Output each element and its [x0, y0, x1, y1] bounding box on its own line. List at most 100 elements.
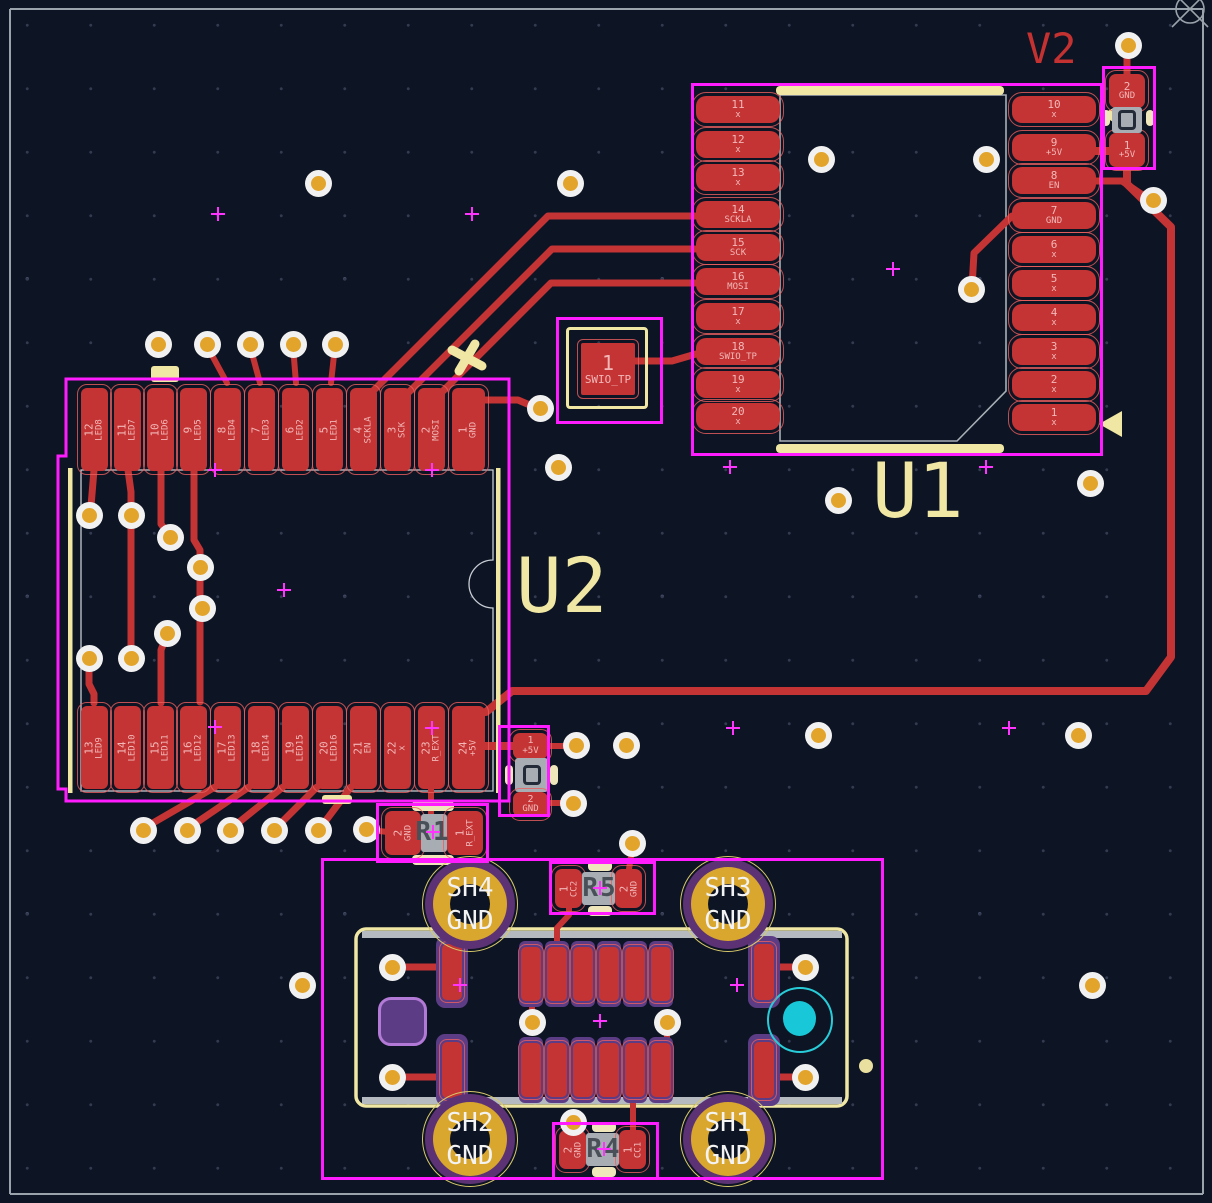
usb-pin-pad[interactable]: [544, 1040, 570, 1100]
via[interactable]: [1078, 971, 1106, 999]
usb-pin-pad[interactable]: [596, 944, 622, 1004]
r1-body[interactable]: [421, 814, 447, 852]
u1-reference-label[interactable]: U1: [872, 446, 964, 535]
via[interactable]: [559, 789, 587, 817]
v2-reference-label[interactable]: V2: [1026, 24, 1077, 73]
via[interactable]: [378, 953, 406, 981]
via[interactable]: [518, 1008, 546, 1036]
c-body[interactable]: [515, 758, 548, 792]
via[interactable]: [378, 1063, 406, 1091]
u2-pad-24[interactable]: 24+5V: [447, 702, 489, 793]
usb-pin-pad[interactable]: [570, 944, 596, 1004]
usb-pin-pad[interactable]: [544, 944, 570, 1004]
via[interactable]: [236, 330, 264, 358]
usb-pin-pad[interactable]: [648, 1040, 674, 1100]
via[interactable]: [1114, 31, 1142, 59]
via[interactable]: [824, 486, 852, 514]
via[interactable]: [526, 394, 554, 422]
swio-test-pad[interactable]: 1 SWIO_TP: [577, 339, 639, 399]
usb-side-pad[interactable]: [439, 1039, 465, 1101]
usb-pin-pad[interactable]: [648, 944, 674, 1004]
via[interactable]: [188, 594, 216, 622]
via[interactable]: [544, 453, 572, 481]
usb-side-pad[interactable]: [751, 941, 777, 1003]
usb-pin-pad[interactable]: [518, 944, 544, 1004]
via[interactable]: [957, 275, 985, 303]
usb-pin-pad[interactable]: [518, 1040, 544, 1100]
via[interactable]: [1139, 186, 1167, 214]
via[interactable]: [1076, 469, 1104, 497]
usb-pin-pad[interactable]: [596, 1040, 622, 1100]
via[interactable]: [791, 1063, 819, 1091]
via[interactable]: [186, 553, 214, 581]
via[interactable]: [75, 644, 103, 672]
via[interactable]: [352, 815, 380, 843]
v2-body[interactable]: [1112, 107, 1142, 133]
via[interactable]: [804, 721, 832, 749]
c-pad-2[interactable]: 2 GND: [509, 788, 552, 821]
usb-pin-pad[interactable]: [622, 944, 648, 1004]
via[interactable]: [260, 816, 288, 844]
via[interactable]: [153, 619, 181, 647]
via[interactable]: [288, 971, 316, 999]
via[interactable]: [321, 330, 349, 358]
via[interactable]: [304, 816, 332, 844]
via[interactable]: [156, 523, 184, 551]
v2-pad-1[interactable]: 1 +5V: [1105, 129, 1149, 171]
via[interactable]: [612, 731, 640, 759]
via[interactable]: [791, 953, 819, 981]
via[interactable]: [75, 501, 103, 529]
via[interactable]: [117, 501, 145, 529]
via[interactable]: [556, 169, 584, 197]
via[interactable]: [173, 816, 201, 844]
via[interactable]: [807, 145, 835, 173]
via[interactable]: [129, 816, 157, 844]
via[interactable]: [216, 816, 244, 844]
via[interactable]: [279, 330, 307, 358]
via[interactable]: [618, 829, 646, 857]
via[interactable]: [562, 731, 590, 759]
usb-pin-pad[interactable]: [570, 1040, 596, 1100]
u1-pad-9[interactable]: 9+5V: [1008, 130, 1100, 165]
